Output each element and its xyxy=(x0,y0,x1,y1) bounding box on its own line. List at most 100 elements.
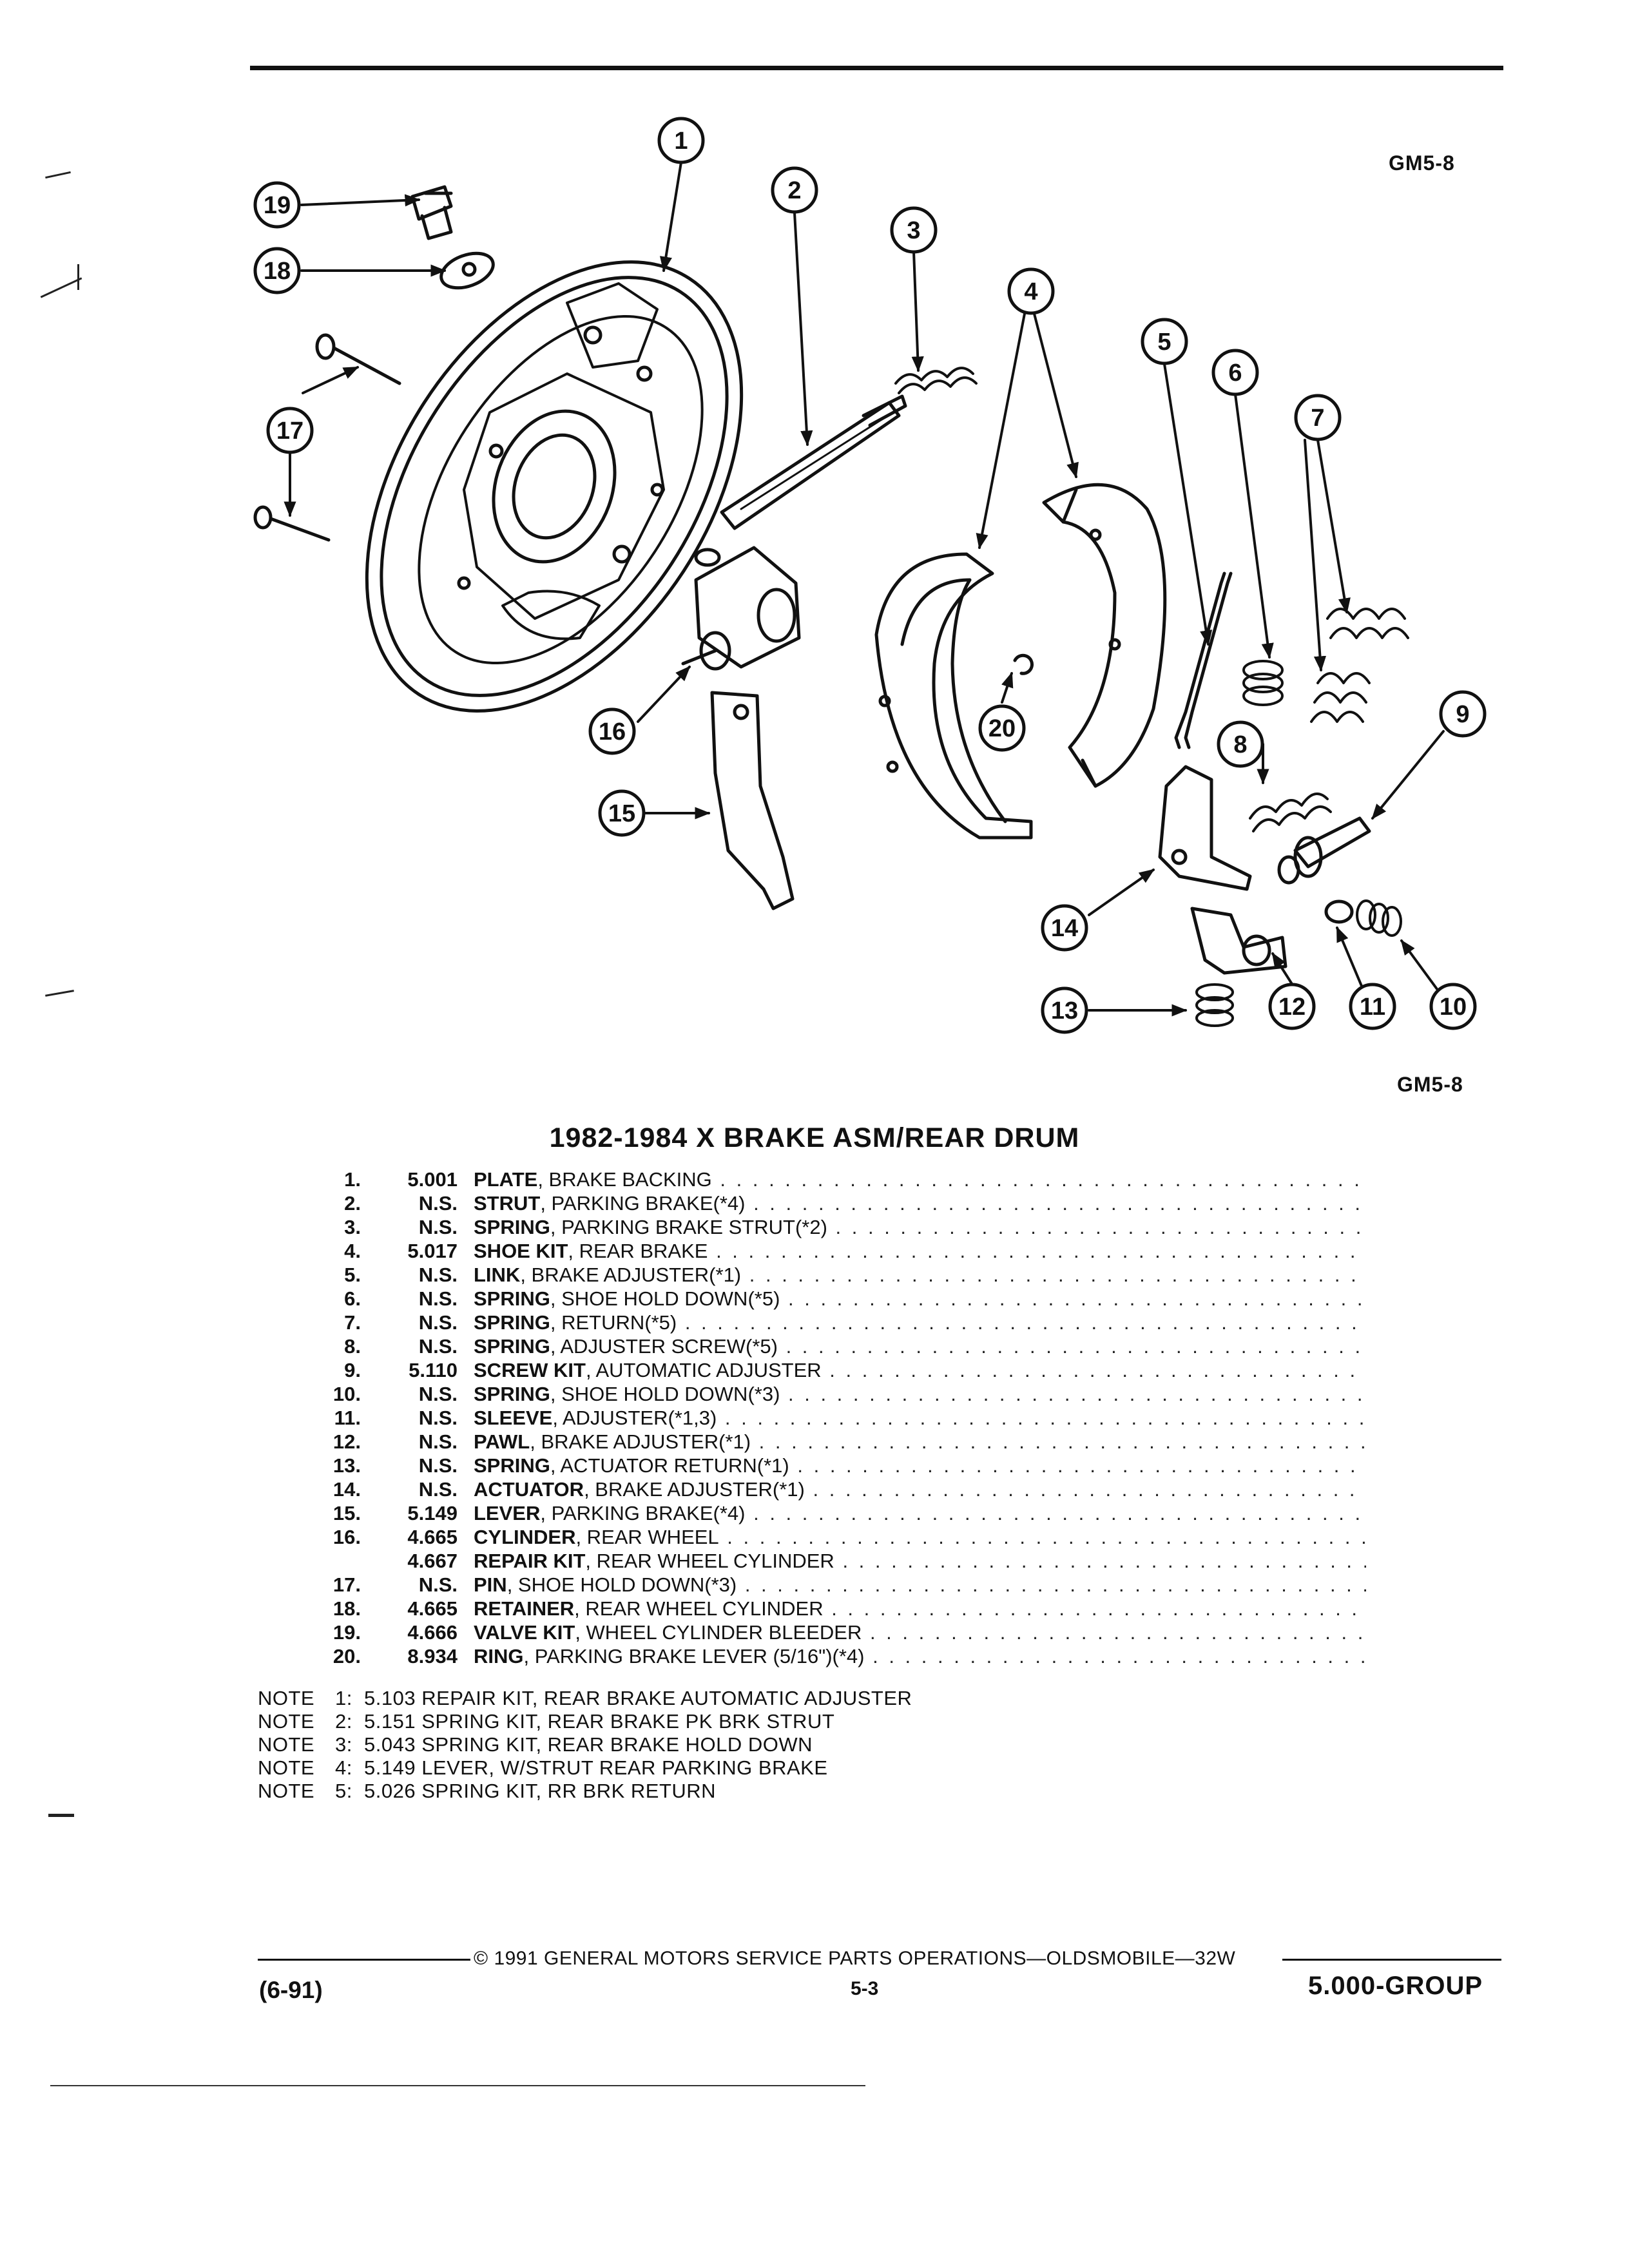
note-label: NOTE xyxy=(258,1756,315,1779)
callout-10: 10 xyxy=(1440,994,1467,1021)
adjuster-link-drawing xyxy=(1174,572,1233,749)
part-detail: , REAR WHEEL CYLINDER xyxy=(574,1597,824,1620)
part-number: 11. xyxy=(334,1407,361,1429)
part-row: 13.N.S.SPRING, ACTUATOR RETURN(*1) . . .… xyxy=(303,1454,1366,1477)
note-index: 5: xyxy=(335,1780,352,1802)
callout-17: 17 xyxy=(276,418,304,445)
part-code: N.S. xyxy=(418,1264,458,1286)
callout-7: 7 xyxy=(1311,405,1324,432)
part-detail: , PARKING BRAKE LEVER (5/16")(*4) xyxy=(523,1645,865,1667)
part-row: 5.N.S.LINK, BRAKE ADJUSTER(*1) . . . . .… xyxy=(303,1263,1366,1287)
part-code: N.S. xyxy=(418,1216,458,1238)
hold-down-spring-drawing xyxy=(1242,660,1284,706)
part-description: RING, PARKING BRAKE LEVER (5/16")(*4) . … xyxy=(474,1644,1366,1668)
part-detail: , AUTOMATIC ADJUSTER xyxy=(585,1359,822,1381)
callout-13: 13 xyxy=(1051,997,1078,1024)
part-detail: , ADJUSTER SCREW(*5) xyxy=(550,1335,778,1358)
part-name: STRUT xyxy=(474,1192,541,1215)
leader-dots: . . . . . . . . . . . . . . . . . . . . … xyxy=(758,1430,1366,1453)
scan-mark xyxy=(48,1814,74,1817)
part-description: SHOE KIT, REAR BRAKE . . . . . . . . . .… xyxy=(474,1239,1366,1263)
figure-code-bottom: GM5-8 xyxy=(1397,1073,1463,1096)
part-name: SLEEVE xyxy=(474,1407,553,1429)
leader-dots: . . . . . . . . . . . . . . . . . . . . … xyxy=(813,1478,1366,1501)
part-code: N.S. xyxy=(418,1573,458,1596)
hold-down-pins-drawing xyxy=(253,333,401,542)
part-detail: , REAR WHEEL xyxy=(575,1526,719,1548)
part-description: RETAINER, REAR WHEEL CYLINDER . . . . . … xyxy=(474,1597,1366,1620)
pawl-drawing xyxy=(1190,907,1287,975)
leader-dots: . . . . . . . . . . . . . . . . . . . . … xyxy=(872,1645,1366,1667)
edition-date: (6-91) xyxy=(259,1977,323,2003)
backing-plate-drawing xyxy=(365,260,744,713)
part-detail: , PARKING BRAKE(*4) xyxy=(540,1502,746,1524)
part-name: PAWL xyxy=(474,1430,530,1453)
part-code: 4.666 xyxy=(407,1621,458,1644)
leader-dots: . . . . . . . . . . . . . . . . . . . . … xyxy=(831,1597,1366,1620)
part-description: PAWL, BRAKE ADJUSTER(*1) . . . . . . . .… xyxy=(474,1430,1366,1454)
part-detail: , REAR WHEEL CYLINDER xyxy=(585,1550,834,1572)
callout-15: 15 xyxy=(608,800,635,827)
part-row: 8.N.S.SPRING, ADJUSTER SCREW(*5) . . . .… xyxy=(303,1334,1366,1358)
part-code: 4.665 xyxy=(407,1526,458,1548)
part-code: 5.017 xyxy=(407,1240,458,1262)
leader-dots: . . . . . . . . . . . . . . . . . . . . … xyxy=(869,1621,1366,1644)
part-description: ACTUATOR, BRAKE ADJUSTER(*1) . . . . . .… xyxy=(474,1477,1366,1501)
strut-spring-drawing xyxy=(894,367,978,394)
actuator-return-spring-drawing xyxy=(1195,983,1234,1027)
part-number: 12. xyxy=(333,1430,361,1453)
part-code: N.S. xyxy=(418,1478,458,1501)
callout-12: 12 xyxy=(1278,994,1306,1021)
part-number: 18. xyxy=(333,1597,361,1620)
copyright: © 1991 GENERAL MOTORS SERVICE PARTS OPER… xyxy=(474,1948,1236,1969)
part-code: 5.110 xyxy=(409,1359,458,1381)
part-row: 14.N.S.ACTUATOR, BRAKE ADJUSTER(*1) . . … xyxy=(303,1477,1366,1501)
part-detail: , PARKING BRAKE(*4) xyxy=(540,1192,746,1215)
leader-lines xyxy=(284,161,1445,1017)
leader-dots: . . . . . . . . . . . . . . . . . . . . … xyxy=(749,1264,1366,1286)
part-code: N.S. xyxy=(418,1311,458,1334)
leader-dots: . . . . . . . . . . . . . . . . . . . . … xyxy=(727,1526,1366,1548)
part-name: RETAINER xyxy=(474,1597,575,1620)
part-row: 6.N.S.SPRING, SHOE HOLD DOWN(*5) . . . .… xyxy=(303,1287,1366,1311)
shoe-hold-down-spring-drawing xyxy=(1356,899,1402,937)
figure-code-top: GM5-8 xyxy=(1389,151,1455,175)
part-description: PIN, SHOE HOLD DOWN(*3) . . . . . . . . … xyxy=(474,1573,1366,1597)
strut-drawing xyxy=(720,394,907,530)
part-name: SPRING xyxy=(474,1311,550,1334)
adjuster-spring-drawing xyxy=(1249,793,1332,832)
part-name: ACTUATOR xyxy=(474,1478,584,1501)
part-code: N.S. xyxy=(418,1287,458,1310)
callout-1: 1 xyxy=(674,128,688,155)
callout-numbers: 1 2 3 4 5 6 7 8 9 10 11 12 13 14 15 16 1… xyxy=(264,128,1470,1024)
part-code: N.S. xyxy=(418,1454,458,1477)
part-number: 10. xyxy=(333,1383,361,1405)
part-code: 4.665 xyxy=(407,1597,458,1620)
bottom-rule xyxy=(50,2085,865,2086)
bleeder-valve-drawing xyxy=(410,185,453,240)
callout-20: 20 xyxy=(988,715,1016,742)
note-text: 5.026 SPRING KIT, RR BRK RETURN xyxy=(364,1780,717,1802)
part-description: LEVER, PARKING BRAKE(*4) . . . . . . . .… xyxy=(474,1501,1366,1525)
leader-dots: . . . . . . . . . . . . . . . . . . . . … xyxy=(788,1287,1366,1310)
part-detail: , SHOE HOLD DOWN(*3) xyxy=(506,1573,737,1596)
part-description: STRUT, PARKING BRAKE(*4) . . . . . . . .… xyxy=(474,1191,1366,1215)
part-name: RING xyxy=(474,1645,524,1667)
part-row: 17.N.S.PIN, SHOE HOLD DOWN(*3) . . . . .… xyxy=(303,1573,1366,1597)
leader-dots: . . . . . . . . . . . . . . . . . . . . … xyxy=(788,1383,1366,1405)
footer-rule-right xyxy=(1282,1959,1501,1961)
part-detail: , BRAKE BACKING xyxy=(537,1168,712,1191)
note-text: 5.149 LEVER, W/STRUT REAR PARKING BRAKE xyxy=(364,1756,828,1779)
leader-dots: . . . . . . . . . . . . . . . . . . . . … xyxy=(724,1407,1366,1429)
callout-6: 6 xyxy=(1228,360,1242,387)
sleeve-drawing xyxy=(1324,899,1354,924)
leader-dots: . . . . . . . . . . . . . . . . . . . . … xyxy=(716,1240,1366,1262)
callout-18: 18 xyxy=(264,258,291,285)
part-description: SPRING, ACTUATOR RETURN(*1) . . . . . . … xyxy=(474,1454,1366,1477)
